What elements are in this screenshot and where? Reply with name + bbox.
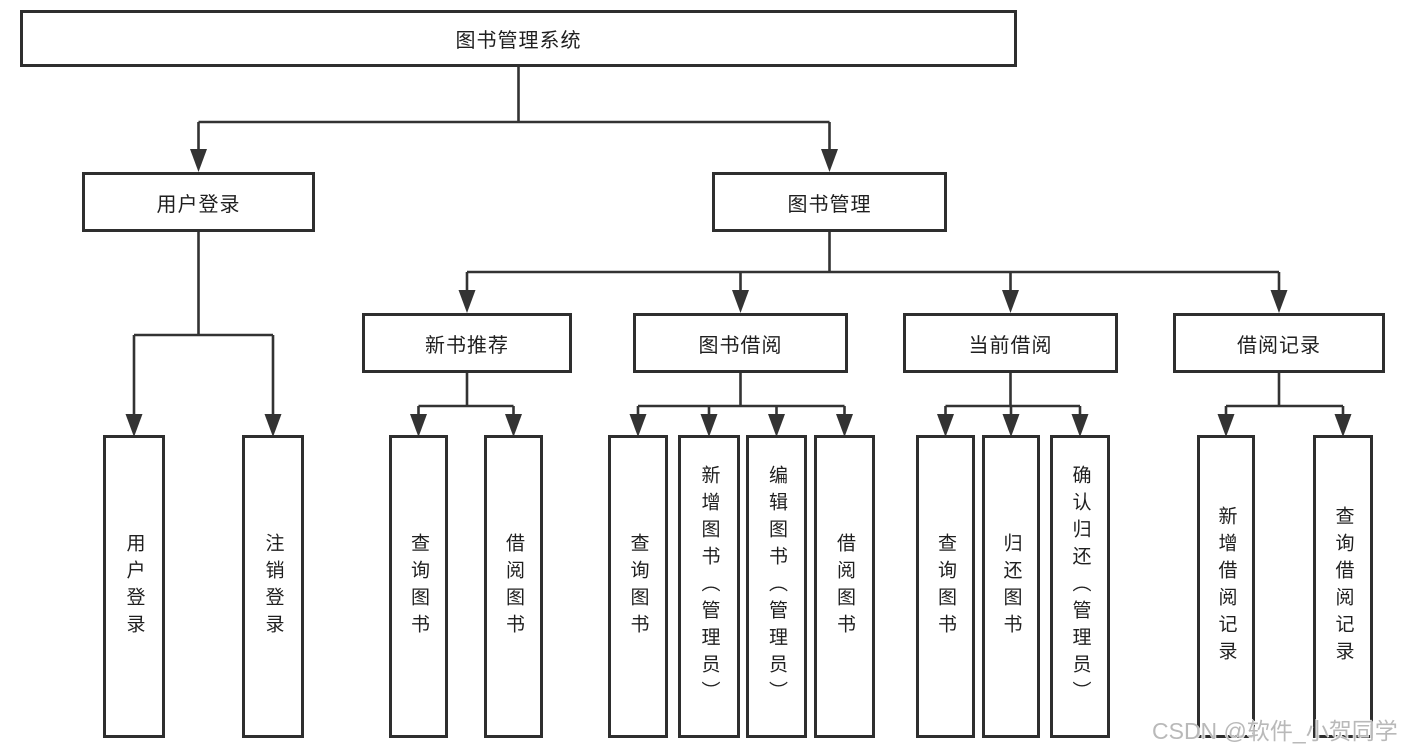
leaf-borrow-query-books-label: 查询图书	[627, 532, 649, 641]
leaf-newrec-borrow-books-label: 借阅图书	[503, 532, 524, 641]
leaf-borrow-add-books-admin: 新增图书（管理员）	[678, 435, 740, 738]
node-book-borrowing: 图书借阅	[633, 313, 848, 373]
node-book-management: 图书管理	[712, 172, 947, 232]
node-current-borrowing: 当前借阅	[903, 313, 1118, 373]
watermark: CSDN @软件_小贺同学	[1152, 718, 1398, 744]
node-user-login: 用户登录	[82, 172, 315, 232]
leaf-borrow-query-books: 查询图书	[608, 435, 668, 738]
leaf-current-query-books: 查询图书	[916, 435, 975, 738]
leaf-records-query-borrow-record: 查询借阅记录	[1313, 435, 1373, 738]
node-new-book-recommend: 新书推荐	[362, 313, 572, 373]
leaf-current-return-books: 归还图书	[982, 435, 1040, 738]
leaf-borrow-edit-books-admin: 编辑图书（管理员）	[746, 435, 807, 738]
leaf-borrow-edit-books-admin-label: 编辑图书（管理员）	[766, 465, 787, 708]
leaf-current-confirm-return-admin-label: 确认归还（管理员）	[1069, 465, 1091, 708]
leaf-current-query-books-label: 查询图书	[935, 532, 956, 641]
leaf-borrow-add-books-admin-label: 新增图书（管理员）	[698, 465, 720, 708]
leaf-user-login-label: 用户登录	[123, 532, 145, 641]
node-library-management-system: 图书管理系统	[20, 10, 1017, 67]
leaf-records-add-borrow-record-label: 新增借阅记录	[1215, 505, 1237, 668]
leaf-newrec-borrow-books: 借阅图书	[484, 435, 543, 738]
leaf-borrow-borrow-books: 借阅图书	[814, 435, 875, 738]
leaf-logout-login: 注销登录	[242, 435, 304, 738]
leaf-logout-login-label: 注销登录	[262, 532, 284, 641]
leaf-current-confirm-return-admin: 确认归还（管理员）	[1050, 435, 1110, 738]
leaf-newrec-query-books: 查询图书	[389, 435, 448, 738]
leaf-borrow-borrow-books-label: 借阅图书	[834, 532, 855, 641]
node-borrowing-records: 借阅记录	[1173, 313, 1385, 373]
leaf-current-return-books-label: 归还图书	[1000, 532, 1022, 641]
leaf-records-query-borrow-record-label: 查询借阅记录	[1332, 505, 1354, 668]
leaf-records-add-borrow-record: 新增借阅记录	[1197, 435, 1255, 738]
leaf-user-login: 用户登录	[103, 435, 165, 738]
leaf-newrec-query-books-label: 查询图书	[408, 532, 429, 641]
